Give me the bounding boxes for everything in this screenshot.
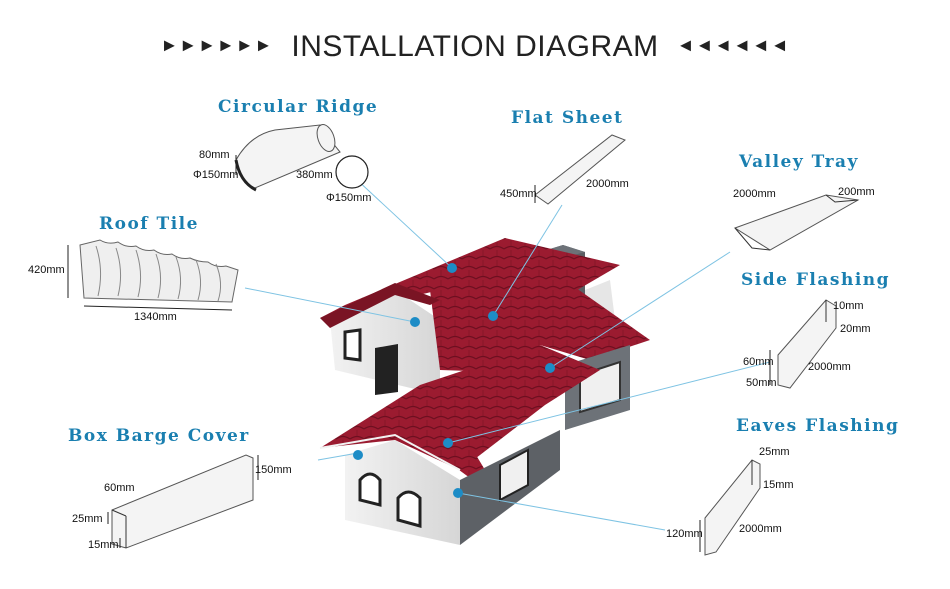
title-arrows-right: ◄◄◄◄◄◄ bbox=[676, 34, 790, 55]
dim-side-60: 60mm bbox=[743, 356, 774, 368]
title-text: INSTALLATION DIAGRAM bbox=[291, 30, 659, 63]
ridge-section-circle bbox=[335, 155, 369, 189]
dim-barge-150: 150mm bbox=[255, 464, 292, 476]
dim-valley-length: 2000mm bbox=[733, 188, 776, 200]
window-left bbox=[343, 328, 362, 362]
front-door bbox=[375, 344, 398, 395]
label-flat-sheet: Flat Sheet bbox=[511, 108, 624, 128]
dim-flat-sheet-width: 450mm bbox=[500, 188, 537, 200]
label-roof-tile: Roof Tile bbox=[99, 214, 199, 234]
eaves-flashing-drawing bbox=[699, 459, 761, 556]
dim-side-20: 20mm bbox=[840, 323, 871, 335]
title-arrows-left: ►►►►►► bbox=[160, 34, 274, 55]
house-wall-left bbox=[330, 290, 440, 395]
label-circular-ridge: Circular Ridge bbox=[218, 97, 379, 117]
valley-tray-drawing bbox=[733, 194, 860, 251]
dim-ridge-height: 80mm bbox=[199, 149, 230, 161]
roof-front bbox=[320, 345, 600, 470]
dim-flat-sheet-length: 2000mm bbox=[586, 178, 629, 190]
diagram-title: ►►►►►► INSTALLATION DIAGRAM ◄◄◄◄◄◄ bbox=[0, 30, 950, 64]
leader-dots bbox=[353, 263, 555, 498]
label-box-barge-cover: Box Barge Cover bbox=[68, 426, 250, 446]
dim-ridge-diameter: Φ150mm bbox=[193, 169, 239, 181]
dim-barge-60: 60mm bbox=[104, 482, 135, 494]
label-eaves-flashing: Eaves Flashing bbox=[736, 416, 900, 436]
roof-tile-drawing bbox=[67, 239, 239, 311]
flat-sheet-drawing bbox=[534, 134, 626, 205]
dim-eaves-25: 25mm bbox=[759, 446, 790, 458]
label-valley-tray: Valley Tray bbox=[739, 152, 859, 172]
leader-lines bbox=[244, 177, 771, 531]
dim-eaves-15: 15mm bbox=[763, 479, 794, 491]
dim-tile-height: 420mm bbox=[28, 264, 65, 276]
label-side-flashing: Side Flashing bbox=[741, 270, 891, 290]
dim-ridge-length: 380mm bbox=[296, 169, 333, 181]
dim-eaves-120: 120mm bbox=[666, 528, 703, 540]
box-barge-cover-drawing bbox=[107, 454, 259, 549]
dim-side-10: 10mm bbox=[833, 300, 864, 312]
dim-barge-25: 25mm bbox=[72, 513, 103, 525]
dim-eaves-length: 2000mm bbox=[739, 523, 782, 535]
dim-tile-width: 1340mm bbox=[134, 311, 177, 323]
side-flashing-drawing bbox=[769, 299, 837, 389]
dim-ridge-section: Φ150mm bbox=[326, 192, 372, 204]
arched-window-left bbox=[358, 472, 382, 507]
dim-barge-15: 15mm bbox=[88, 539, 119, 551]
arched-window-right bbox=[396, 490, 422, 528]
house-illustration bbox=[319, 238, 650, 545]
dim-valley-width: 200mm bbox=[838, 186, 875, 198]
dim-side-length: 2000mm bbox=[808, 361, 851, 373]
dim-side-50: 50mm bbox=[746, 377, 777, 389]
circular-ridge-drawing bbox=[234, 124, 369, 192]
